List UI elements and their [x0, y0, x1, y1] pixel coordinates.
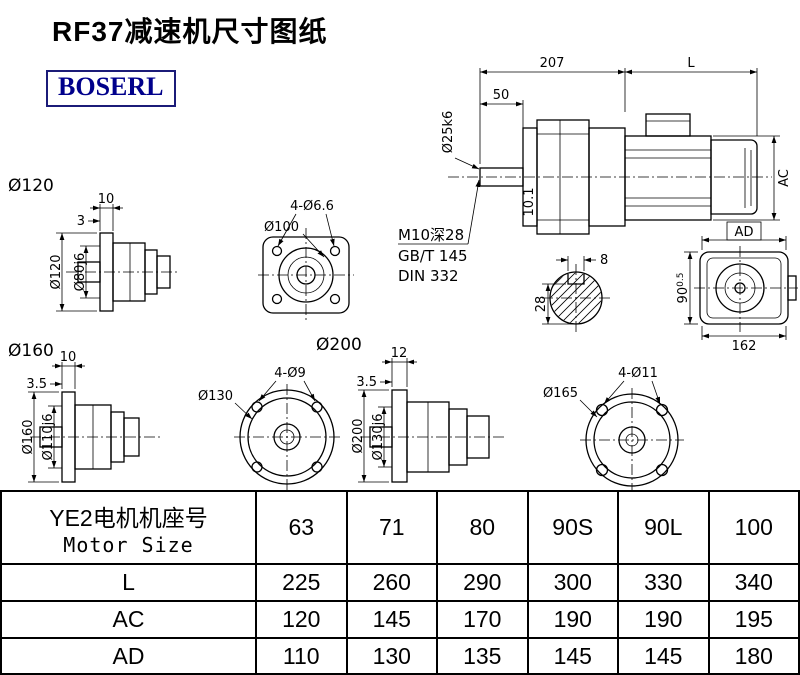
dim-od: Ø200 — [351, 418, 366, 453]
table-row-AC: AC 120 145 170 190 190 195 — [0, 600, 800, 639]
dim-face: 10 — [98, 192, 115, 207]
view-flange200: Ø200 12 3.5 Ø200 Ø130j6 — [316, 335, 505, 483]
cell-AC-80: 170 — [436, 600, 529, 639]
dim-step: 3 — [77, 214, 85, 229]
size-90S: 90S — [526, 490, 619, 565]
view-square-flange: Ø100 4-Ø6.6 — [258, 199, 354, 322]
section-dims: 8 28 — [534, 253, 608, 325]
row-label-L: L — [0, 563, 257, 602]
dim-ad: AD — [735, 225, 754, 240]
view-motor-rear: AD 900.5 162 — [676, 221, 798, 354]
dim-step: 3.5 — [356, 375, 377, 390]
cell-AC-90S: 190 — [526, 600, 619, 639]
cell-AC-90L: 190 — [617, 600, 710, 639]
cell-AD-90S: 145 — [526, 637, 619, 675]
row-label-AC: AC — [0, 600, 257, 639]
size-71: 71 — [345, 490, 438, 565]
header-en: Motor Size — [63, 532, 194, 557]
dim-gearbox-length: 207 — [540, 56, 565, 71]
dim-key-depth: 28 — [534, 296, 549, 313]
row-label-AD: AD — [0, 637, 257, 675]
flange160-label: Ø160 — [8, 341, 54, 361]
rear-dims: AD 900.5 162 — [676, 221, 787, 354]
dim-ac: AC — [777, 169, 792, 187]
size-63: 63 — [255, 490, 348, 565]
cell-AD-63: 110 — [255, 637, 348, 675]
dim-od: Ø130 — [198, 389, 233, 404]
dim-step: 3.5 — [26, 377, 47, 392]
dim-height: 900.5 — [676, 273, 691, 304]
dim-shaft-length: 50 — [493, 88, 510, 103]
main-dims: 207 L 50 Ø25k6 10.1 AC — [441, 56, 792, 221]
table-row-L: L 225 260 290 300 330 340 — [0, 563, 800, 602]
cell-AD-80: 135 — [436, 637, 529, 675]
technical-drawing: Ø120 10 3 Ø120 Ø80j6 — [8, 56, 798, 490]
cell-L-90S: 300 — [526, 563, 619, 602]
flange160-body — [39, 391, 140, 483]
cell-AC-100: 195 — [707, 600, 800, 639]
size-100: 100 — [707, 490, 800, 565]
flange200-body — [369, 389, 490, 483]
size-90L: 90L — [617, 490, 710, 565]
flange120-dims: 10 3 Ø120 Ø80j6 — [49, 192, 123, 312]
motor-dimension-table: YE2电机机座号 Motor Size 63 71 80 90S 90L 100… — [0, 490, 800, 675]
dim-bolt-circle: Ø100 — [264, 220, 299, 235]
view-flange160: Ø160 10 3.5 Ø160 Ø110j6 — [8, 341, 162, 483]
cell-AD-100: 180 — [707, 637, 800, 675]
dim-face: 10 — [60, 350, 77, 365]
note-gb-standard: GB/T 145 — [398, 247, 468, 265]
view-flange120: Ø120 10 3 Ø120 Ø80j6 — [8, 176, 178, 312]
dim-key: 10.1 — [522, 188, 537, 217]
cell-AD-71: 130 — [345, 637, 438, 675]
dim-face: 12 — [391, 346, 408, 361]
dim-key-width: 8 — [600, 253, 608, 268]
cell-AC-63: 120 — [255, 600, 348, 639]
note-din-standard: DIN 332 — [398, 267, 459, 285]
view-shaft-section: 8 28 — [534, 253, 612, 334]
motor-size-header-cell: YE2电机机座号 Motor Size — [0, 490, 257, 565]
cell-L-63: 225 — [255, 563, 348, 602]
header-cn: YE2电机机座号 — [49, 504, 208, 531]
dim-od: Ø120 — [49, 254, 64, 289]
dim-holes: 4-Ø9 — [274, 366, 305, 381]
flange120-body — [77, 232, 171, 312]
flange-plate — [391, 389, 408, 483]
view-flange130: Ø130 4-Ø9 — [198, 366, 342, 490]
dim-spigot: Ø130j6 — [371, 414, 386, 461]
size-80: 80 — [436, 490, 529, 565]
cell-AD-90L: 145 — [617, 637, 710, 675]
view-main-assembly: 207 L 50 Ø25k6 10.1 AC M10深28 GB/T 145 D… — [398, 56, 792, 285]
flange200-label: Ø200 — [316, 335, 362, 355]
cell-L-90L: 330 — [617, 563, 710, 602]
table-header-row: YE2电机机座号 Motor Size 63 71 80 90S 90L 100 — [0, 490, 800, 565]
flange200-dims: 12 3.5 Ø200 Ø130j6 — [351, 346, 417, 483]
note-tapped-hole: M10深28 — [398, 226, 464, 244]
dim-spigot: Ø80j6 — [73, 253, 88, 292]
cell-AC-71: 145 — [345, 600, 438, 639]
shaft-end-notes: M10深28 GB/T 145 DIN 332 — [398, 179, 481, 285]
dim-od: Ø160 — [21, 419, 36, 454]
table-row-AD: AD 110 130 135 145 145 180 — [0, 637, 800, 675]
view-flange165: Ø165 4-Ø11 — [543, 366, 684, 490]
flange120-label: Ø120 — [8, 176, 54, 196]
page-title: RF37减速机尺寸图纸 — [52, 16, 328, 47]
dim-width: 162 — [732, 339, 757, 354]
cell-L-71: 260 — [345, 563, 438, 602]
motor-body — [624, 113, 758, 221]
dim-holes: 4-Ø11 — [618, 366, 658, 381]
dim-motor-length: L — [687, 56, 695, 71]
cell-L-100: 340 — [707, 563, 800, 602]
fan-cover — [710, 139, 758, 215]
dim-spigot: Ø110j6 — [41, 414, 56, 461]
dim-holes: 4-Ø6.6 — [290, 199, 334, 214]
terminal-box — [645, 113, 691, 137]
dim-shaft-diameter: Ø25k6 — [441, 111, 456, 154]
flange160-dims: 10 3.5 Ø160 Ø110j6 — [21, 350, 85, 483]
dim-od: Ø165 — [543, 386, 578, 401]
cell-L-80: 290 — [436, 563, 529, 602]
brand-logo: BOSERL — [46, 70, 176, 107]
